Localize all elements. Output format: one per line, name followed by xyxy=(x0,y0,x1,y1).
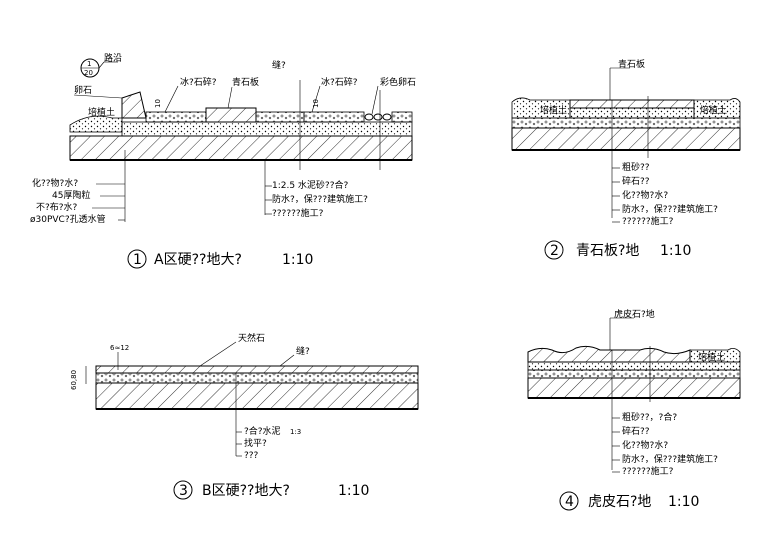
gravel-right xyxy=(303,111,365,123)
detail-3: 6≈12 60,80 天然石 缝? ?合?水泥 1:3 找平? ??? 3 B区… xyxy=(70,332,419,500)
detail3-notes: ?合?水泥 1:3 找平? ??? xyxy=(236,425,301,461)
label-seam: 缝? xyxy=(272,59,286,71)
label-color-pebble: 彩色卵石 xyxy=(380,76,416,88)
d4-note-4: 防水?，保???建筑施工? xyxy=(622,453,718,465)
title-4-text: 虎皮石?地 xyxy=(588,494,651,510)
label-natural-stone: 天然石 xyxy=(238,332,265,344)
detail-4: 虎皮石?地 培植土 粗砂??，?合? 碎石?? 化??物?水? 防水?，保???… xyxy=(527,308,741,511)
mortar-layer xyxy=(121,121,413,137)
d4-note-2: 碎石?? xyxy=(622,425,650,437)
right-note-2: 防水?，保???建筑施工? xyxy=(272,193,368,205)
d3-note-3: ??? xyxy=(244,451,259,461)
right-note-3: ??????施工? xyxy=(272,207,324,219)
dim-top: 6≈12 xyxy=(110,344,129,352)
title-2-scale: 1:10 xyxy=(660,243,691,259)
gravel-mid xyxy=(255,111,305,123)
d4-note-1: 粗砂??，?合? xyxy=(622,411,677,423)
index-circle: 1 20 xyxy=(80,58,118,78)
label-soil-left: 培植土 xyxy=(540,104,567,116)
d4-note-5: ??????施工? xyxy=(622,465,674,477)
d3-note-2: 找平? xyxy=(244,437,267,449)
dim-left: 10 xyxy=(154,99,162,108)
d3-note-1: ?合?水泥 xyxy=(244,425,281,437)
label-seam-3: 缝? xyxy=(296,345,310,357)
label-curb: 路沿 xyxy=(104,52,122,64)
title-3-num: 3 xyxy=(179,483,188,499)
dim-side: 60,80 xyxy=(70,370,78,390)
d3-ratio: 1:3 xyxy=(290,428,301,436)
title-2-num: 2 xyxy=(550,243,559,259)
label-soil-right: 培植土 xyxy=(700,104,727,116)
title-1-num: 1 xyxy=(133,252,142,268)
left-note-2: 45厚陶粒 xyxy=(52,189,90,201)
label-pebble: 卵石 xyxy=(74,85,92,96)
detail-1: 1 20 路沿 卵石 培植土 xyxy=(30,52,416,269)
detail4-notes: 粗砂??，?合? 碎石?? 化??物?水? 防水?，保???建筑施工? ????… xyxy=(612,411,718,477)
color-pebbles xyxy=(364,113,392,121)
label-bluestone: 青石板 xyxy=(232,76,259,88)
title-3-text: B区硬??地大? xyxy=(202,483,290,499)
stone-layer xyxy=(95,365,419,374)
base-layer xyxy=(69,135,413,161)
title-4-scale: 1:10 xyxy=(668,494,699,510)
left-notes: 化??物?水? 45厚陶粒 不?布?水? ø30PVC?孔透水管 xyxy=(30,177,125,225)
title-4-num: 4 xyxy=(565,494,574,510)
label-gravel-right: 冰?石碎? xyxy=(321,76,358,88)
dim-right: 10 xyxy=(312,99,320,108)
right-notes: 1:2.5 水泥砂??合? 防水?，保???建筑施工? ??????施工? xyxy=(265,179,368,219)
soil-left xyxy=(69,115,123,133)
left-note-1: 化??物?水? xyxy=(32,177,78,189)
detail-2: 青石板 培植土 培植土 粗砂?? 碎石?? 化??物?水? 防水?，保???建筑… xyxy=(511,58,741,260)
d2-note-4: 防水?，保???建筑施工? xyxy=(622,203,718,215)
label-soil: 培植土 xyxy=(88,106,115,118)
title-1-text: A区硬??地大? xyxy=(154,252,242,268)
d2-note-2: 碎石?? xyxy=(622,175,650,187)
tiger-stone-layer xyxy=(527,345,691,363)
label-gravel-left: 冰?石碎? xyxy=(180,76,217,88)
label-bluestone-top: 青石板 xyxy=(618,58,645,70)
bluestone-layer xyxy=(569,99,695,109)
left-note-4: ø30PVC?孔透水管 xyxy=(30,213,106,225)
right-note-1: 1:2.5 水泥砂??合? xyxy=(272,179,348,191)
left-note-3: 不?布?水? xyxy=(36,201,78,213)
d4-note-3: 化??物?水? xyxy=(622,439,668,451)
curb xyxy=(121,91,147,119)
title-3-scale: 1:10 xyxy=(338,483,369,499)
d2-note-3: 化??物?水? xyxy=(622,189,668,201)
index-bottom: 20 xyxy=(84,69,93,77)
label-soil-4: 培植土 xyxy=(698,351,725,363)
title-2-text: 青石板?地 xyxy=(576,243,639,259)
index-top: 1 xyxy=(87,60,91,68)
title-1-scale: 1:10 xyxy=(282,252,313,268)
bluestone-slab xyxy=(205,107,257,123)
d2-note-1: 粗砂?? xyxy=(622,161,650,173)
d2-note-5: ??????施工? xyxy=(622,215,674,227)
label-tiger-stone: 虎皮石?地 xyxy=(614,308,655,320)
gravel-left xyxy=(145,111,207,123)
detail2-notes: 粗砂?? 碎石?? 化??物?水? 防水?，保???建筑施工? ??????施工… xyxy=(612,161,718,227)
